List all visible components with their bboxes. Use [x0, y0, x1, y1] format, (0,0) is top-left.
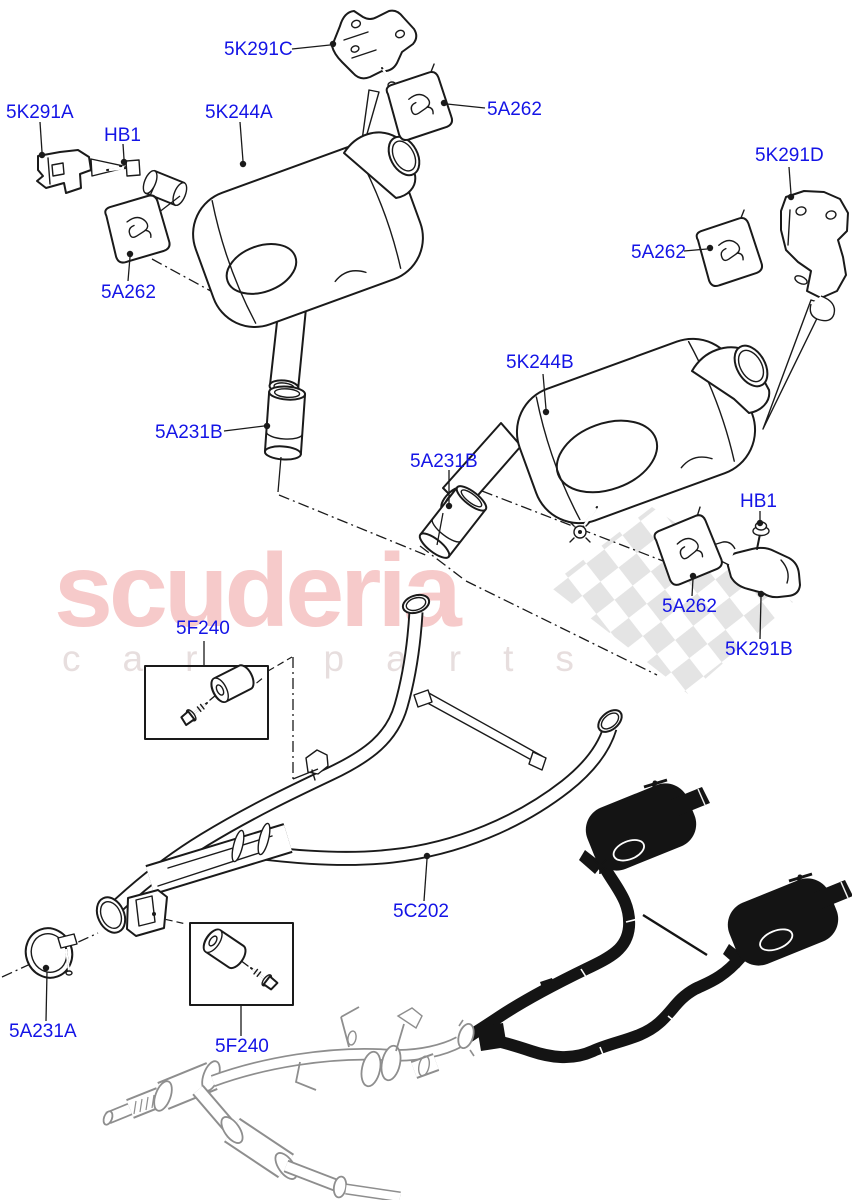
- part-label-5C202[interactable]: 5C202: [393, 901, 449, 922]
- hanger-bracket-5K291A: [36, 149, 188, 214]
- silhouette-muffler-left: [585, 783, 697, 871]
- watermark-checker-flag: [549, 507, 793, 694]
- part-label-5K244B[interactable]: 5K244B: [506, 352, 574, 373]
- exhaust-clamp-5A231A: [24, 927, 78, 979]
- insulator-kit-box-upper-5F240: [144, 661, 269, 740]
- part-label-5F240-upper[interactable]: 5F240: [176, 618, 230, 639]
- watermark-tagline-letter: r: [185, 638, 198, 679]
- muffler-lh-5K244A: [192, 131, 424, 493]
- watermark-tagline-letter: a: [386, 638, 407, 679]
- watermark-tagline-letter: t: [503, 638, 514, 679]
- part-label-5F240-lower[interactable]: 5F240: [215, 1036, 269, 1057]
- watermark-tagline-letter: r: [448, 638, 462, 679]
- front-exhaust-reference-drawing: [102, 1006, 462, 1200]
- bolt-HB1-left: [106, 159, 141, 177]
- part-label-5K291C[interactable]: 5K291C: [224, 39, 293, 60]
- pointer-to-muffler-rh: [762, 299, 825, 430]
- watermark-tagline-letter: s: [555, 638, 574, 679]
- insulator-5A262-midright: [692, 208, 766, 289]
- pipe-saddle-bracket: [126, 889, 168, 937]
- watermark-tagline-letter: c: [62, 638, 81, 679]
- part-label-5A262-left[interactable]: 5A262: [101, 282, 156, 303]
- silhouette-muffler-right: [727, 878, 839, 966]
- part-label-HB1-left[interactable]: HB1: [104, 125, 141, 146]
- part-label-HB1-right[interactable]: HB1: [740, 491, 777, 512]
- pipe-clip-bracket: [305, 749, 329, 775]
- muffler-rh-5K244B: [415, 337, 771, 563]
- watermark-brand: scuderia: [54, 533, 462, 649]
- watermark-tagline-letter: a: [122, 638, 144, 679]
- part-label-5A262-bottomright[interactable]: 5A262: [662, 596, 717, 617]
- part-label-5K291D[interactable]: 5K291D: [755, 145, 824, 166]
- part-label-5K291A[interactable]: 5K291A: [6, 102, 74, 123]
- bolt-HB1-right: [752, 521, 770, 550]
- part-label-5A262-midright[interactable]: 5A262: [631, 242, 686, 263]
- rear-exhaust-silhouette: [457, 778, 852, 1064]
- part-label-5A231B-right[interactable]: 5A231B: [410, 451, 478, 472]
- part-label-5A231B-left[interactable]: 5A231B: [155, 422, 223, 443]
- watermark-tagline-letter: p: [323, 638, 345, 679]
- insulator-kit-box-lower-5F240: [189, 922, 294, 1006]
- exploded-line-art: [1, 9, 849, 1036]
- part-label-5A262-topright[interactable]: 5A262: [487, 99, 542, 120]
- hanger-bracket-5K291B: [703, 541, 801, 599]
- part-label-5K291B[interactable]: 5K291B: [725, 639, 793, 660]
- centre-exhaust-pipe-5C202: [95, 593, 623, 937]
- pipe-sleeve-5A231B-left: [263, 384, 307, 462]
- leader-lines: [38, 40, 795, 1036]
- hanger-bracket-5K291D: [751, 190, 849, 322]
- part-label-5A231A[interactable]: 5A231A: [9, 1021, 77, 1042]
- part-label-5K244A[interactable]: 5K244A: [205, 102, 273, 123]
